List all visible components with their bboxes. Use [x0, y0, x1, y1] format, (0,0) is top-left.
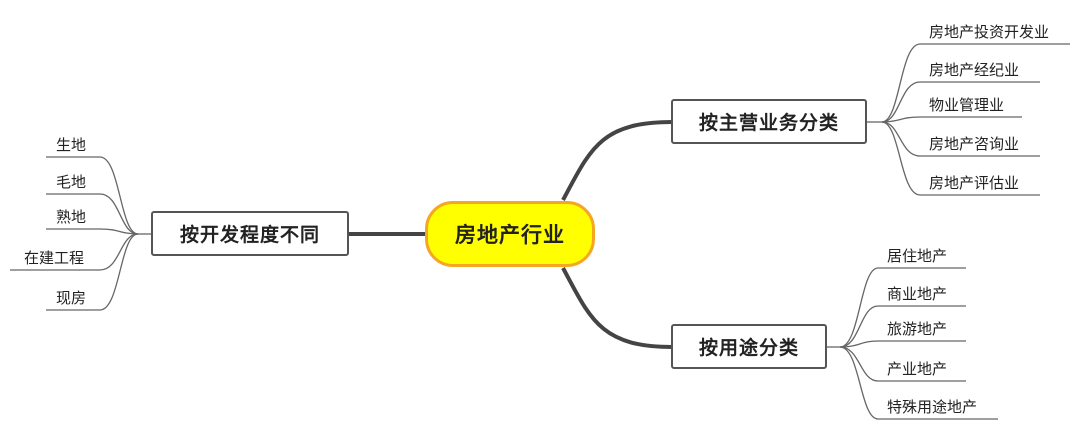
leaf-business-property-management[interactable]: 物业管理业: [929, 96, 1005, 114]
leaf-usage-tourism[interactable]: 旅游地产: [887, 320, 948, 338]
root-node-label: 房地产行业: [455, 222, 565, 247]
leaf-development-rough-land[interactable]: 毛地: [56, 173, 87, 191]
leaf-usage-commercial[interactable]: 商业地产: [887, 285, 948, 303]
branch-node-label: 按主营业务分类: [698, 112, 839, 134]
leaf-connectors-business: [866, 43, 1070, 196]
branch-node-label: 按开发程度不同: [179, 224, 320, 246]
branch-node-business[interactable]: 按主营业务分类: [671, 99, 867, 144]
leaf-business-consulting[interactable]: 房地产咨询业: [929, 135, 1020, 153]
leaf-connectors-development: [10, 156, 152, 311]
connector-root-to-business: [561, 120, 673, 201]
leaf-usage-industrial[interactable]: 产业地产: [887, 360, 948, 378]
leaf-usage-residential[interactable]: 居住地产: [887, 247, 948, 265]
branch-node-development[interactable]: 按开发程度不同: [151, 211, 349, 256]
leaf-business-appraisal[interactable]: 房地产评估业: [929, 174, 1020, 192]
leaf-development-completed-housing[interactable]: 现房: [56, 289, 87, 307]
root-node[interactable]: 房地产行业: [425, 201, 595, 267]
leaf-development-serviced-land[interactable]: 熟地: [56, 208, 87, 226]
leaf-business-brokerage[interactable]: 房地产经纪业: [929, 61, 1020, 79]
leaf-usage-special-purpose[interactable]: 特殊用途地产: [887, 398, 978, 416]
leaf-development-raw-land[interactable]: 生地: [56, 136, 87, 154]
connector-root-to-usage: [561, 267, 673, 349]
leaf-business-investment[interactable]: 房地产投资开发业: [929, 23, 1050, 41]
branch-node-label: 按用途分类: [698, 337, 799, 359]
leaf-development-under-construction[interactable]: 在建工程: [24, 249, 85, 267]
leaf-connectors-usage: [826, 267, 998, 420]
branch-node-usage[interactable]: 按用途分类: [671, 324, 827, 369]
